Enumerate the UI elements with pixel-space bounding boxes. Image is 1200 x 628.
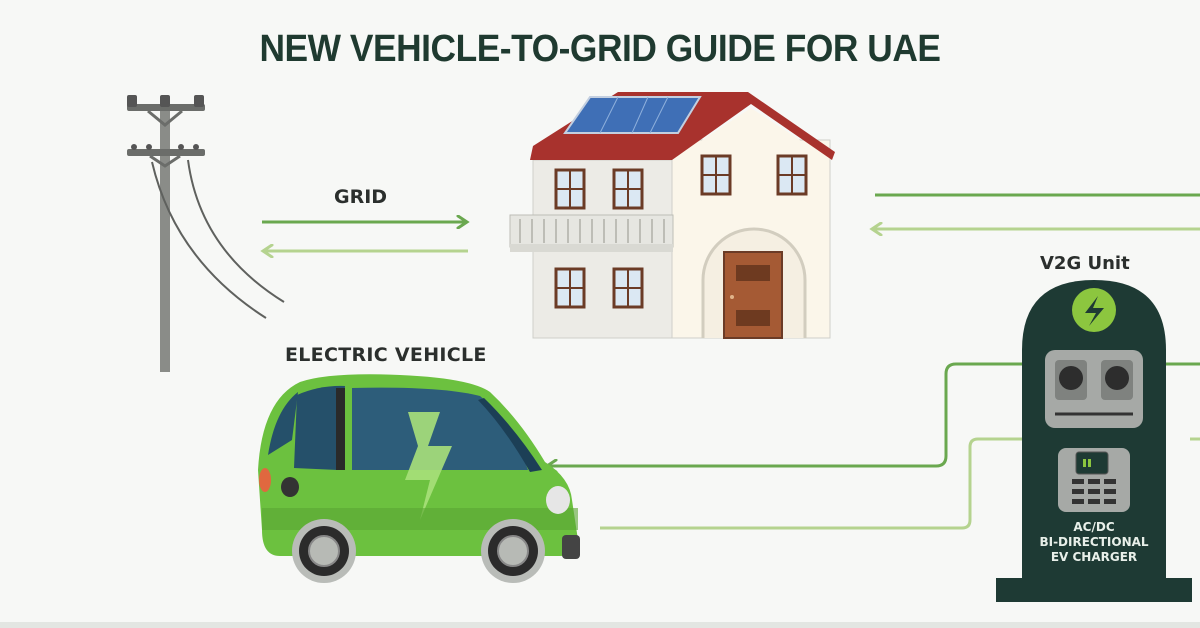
v2g-unit-label: V2G Unit	[1040, 253, 1130, 274]
electric-vehicle-label: ELECTRIC VEHICLE	[285, 344, 487, 366]
power-pole-icon	[127, 95, 285, 372]
page-title: NEW VEHICLE-TO-GRID GUIDE FOR UAE	[259, 28, 941, 70]
green-ev-car-icon	[258, 374, 580, 583]
bottom-divider	[0, 622, 1200, 628]
grid-label: GRID	[334, 186, 388, 208]
charger-caption-line2: BI-DIRECTIONAL	[1039, 535, 1149, 549]
house-with-solar-panel-icon	[509, 92, 835, 339]
charger-to-vehicle-arrow	[548, 362, 1022, 466]
charger-caption-line1: AC/DC	[1073, 520, 1115, 534]
vehicle-to-charger-line	[600, 437, 1022, 530]
charger-caption: AC/DC BI-DIRECTIONAL EV CHARGER	[1022, 520, 1166, 565]
bidirectional-charger-icon[interactable]	[996, 280, 1192, 602]
charger-caption-line3: EV CHARGER	[1050, 550, 1138, 564]
